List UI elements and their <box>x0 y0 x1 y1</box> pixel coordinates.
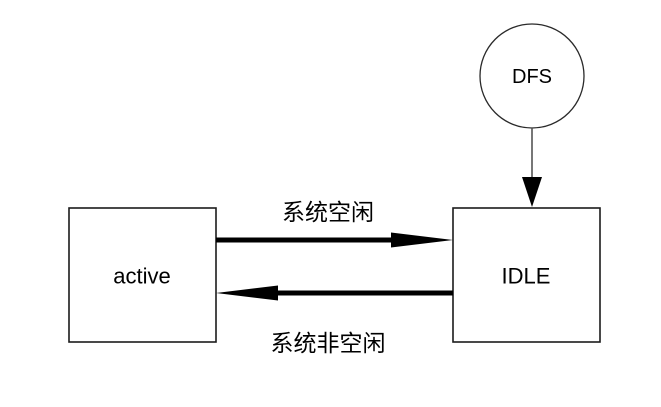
arrowhead-left-icon <box>216 285 278 301</box>
edge-label-system-not-idle: 系统非空闲 <box>271 330 386 356</box>
dfs-label: DFS <box>512 66 552 88</box>
arrowhead-down-icon <box>522 177 542 207</box>
node-dfs: DFS <box>479 23 585 129</box>
active-label: active <box>113 264 170 289</box>
edge-label-system-idle: 系统空闲 <box>282 199 374 225</box>
node-active: active <box>68 207 217 343</box>
idle-label: IDLE <box>502 264 551 289</box>
active-box <box>68 207 217 343</box>
edge-dfs-to-idle <box>522 128 542 207</box>
node-idle: IDLE <box>452 207 601 343</box>
idle-box <box>452 207 601 343</box>
arrowhead-right-icon <box>391 232 453 248</box>
edge-active-to-idle: 系统空闲 <box>216 199 453 248</box>
edge-idle-to-active: 系统非空闲 <box>216 285 453 356</box>
